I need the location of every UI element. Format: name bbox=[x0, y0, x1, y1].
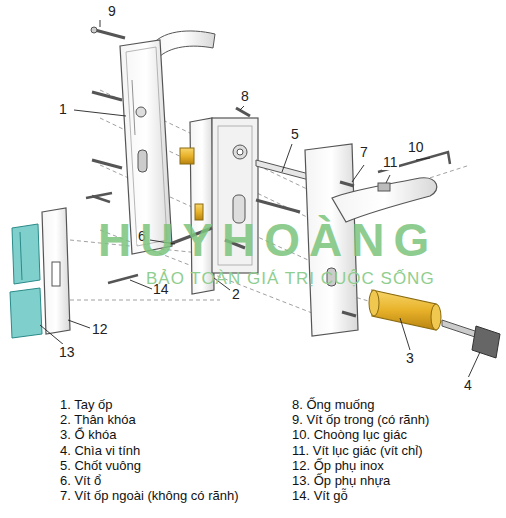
callout-number: 2 bbox=[231, 286, 241, 302]
legend-item: 12. Ốp phụ inox bbox=[292, 459, 384, 474]
legend-item: 3. Ổ khóa bbox=[60, 428, 116, 443]
legend-item: 4. Chìa vi tính bbox=[60, 444, 140, 459]
callout-number: 1 bbox=[58, 101, 68, 117]
callout-number: 8 bbox=[240, 88, 250, 104]
legend-item: 10. Choòng lục giác bbox=[292, 428, 407, 443]
callout-number: 13 bbox=[58, 344, 76, 360]
callout-number: 12 bbox=[91, 321, 109, 337]
callout-number: 5 bbox=[290, 126, 300, 142]
legend-item: 5. Chốt vuông bbox=[60, 459, 141, 474]
callout-number: 7 bbox=[359, 144, 369, 160]
legend-item: 9. Vít ốp trong (có rãnh) bbox=[292, 413, 429, 428]
legend-item: 8. Ống muống bbox=[292, 398, 374, 413]
legend-item: 14. Vít gỗ bbox=[292, 489, 348, 504]
callout-number: 3 bbox=[405, 350, 415, 366]
callout-number: 9 bbox=[107, 3, 117, 19]
legend-item: 6. Vít ổ bbox=[60, 474, 101, 489]
legend-item: 7. Vít ốp ngoài (không có rãnh) bbox=[60, 489, 239, 504]
legend-item: 11. Vít lục giác (vít chỉ) bbox=[292, 444, 423, 459]
watermark: HUYHOÀNG bbox=[98, 214, 438, 267]
watermark-slogan: BẢO TOÀN GIÁ TRỊ CUỘC SỐNG bbox=[146, 269, 435, 289]
callout-number: 10 bbox=[407, 139, 425, 155]
callout-number: 4 bbox=[463, 377, 473, 393]
legend-item: 13. Ốp phụ nhựa bbox=[292, 474, 390, 489]
legend-item: 1. Tay ốp bbox=[60, 398, 113, 413]
legend-item: 2. Thân khóa bbox=[60, 413, 136, 428]
callout-number: 11 bbox=[382, 154, 399, 170]
